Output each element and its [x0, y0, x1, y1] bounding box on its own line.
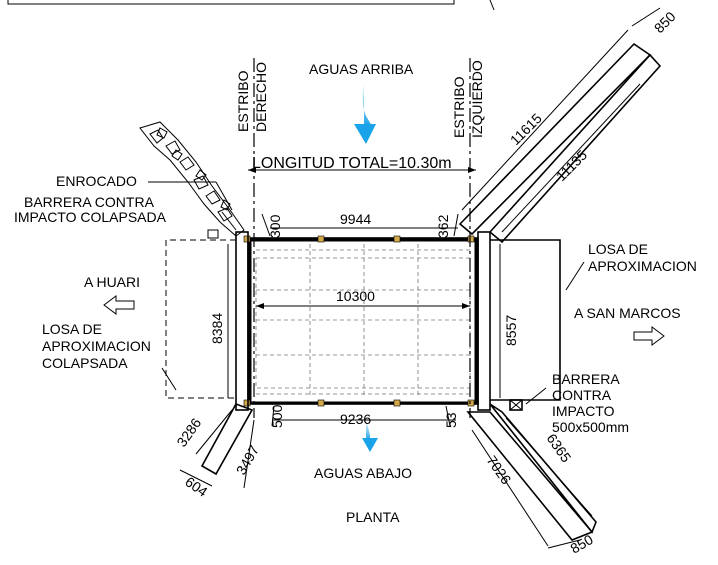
title-stroke-remnant [489, 0, 495, 11]
label-barrier-right-2: CONTRA [552, 387, 612, 403]
label-downstream: AGUAS ABAJO [314, 465, 412, 481]
label-total-length: LONGITUD TOTAL=10.30m [252, 155, 452, 172]
deck [243, 235, 479, 407]
label-to-huari: A HUARI [84, 274, 140, 290]
dim-wing-left-width: 604 [182, 473, 210, 500]
dim-wing-width-bottom: 850 [568, 531, 596, 557]
flow-arrow-down [362, 420, 378, 452]
dim-wing-inner-top: 11135 [553, 147, 591, 185]
approach-slabs [165, 239, 561, 411]
flow-arrow-up [354, 82, 376, 144]
label-abutment-right-1: ESTRIBO [235, 70, 251, 132]
label-slab-right-1: LOSA DE [588, 241, 648, 257]
dim-top-right-small: 362 [435, 214, 451, 238]
label-barrier-collapsed-2: IMPACTO COLAPSADA [14, 209, 167, 225]
left-slab-collapsed [165, 239, 236, 399]
label-barrier-right-1: BARRERA [552, 371, 620, 387]
wing-top-right [458, 42, 652, 236]
right-barrier-box [509, 399, 523, 411]
leader-barrier-collapsed [221, 211, 237, 231]
label-slab-collapsed-2: APROXIMACION [42, 338, 151, 354]
arrow-to-san-marcos-icon [633, 326, 665, 346]
wing-walls [139, 42, 662, 541]
label-riprap: ENROCADO [56, 173, 137, 189]
dimension-lines [148, 7, 661, 549]
left-abutment [235, 231, 249, 411]
label-barrier-right-4: 500x500mm [552, 419, 629, 435]
label-to-san-marcos: A SAN MARCOS [574, 305, 681, 321]
dim-wing-right-outer: 7026 [484, 453, 515, 488]
flow-arrow-down-head [362, 438, 378, 452]
dim-bottom-right-small: 53 [443, 412, 459, 428]
flow-arrow-up-head [354, 124, 376, 144]
label-barrier-right-3: IMPACTO [552, 403, 615, 419]
dim-mid-span: 10300 [336, 288, 375, 304]
dim-wing-left-inner: 3497 [233, 442, 263, 477]
wing-bottom-left [200, 403, 254, 476]
deck-outline [247, 237, 479, 405]
label-upstream: AGUAS ARRIBA [309, 61, 414, 77]
abutments [235, 58, 491, 418]
dim-right-height: 8557 [503, 315, 519, 346]
riprap-collapsed [139, 121, 245, 239]
label-abutment-left-1: ESTRIBO [451, 76, 467, 138]
leader-slab-collapsed [161, 367, 177, 391]
wing-top-right-inner [488, 53, 662, 244]
dim-wing-left-outer: 3286 [173, 415, 204, 450]
wing-bottom-right-inner [489, 403, 597, 534]
label-slab-right-2: APROXIMACION [588, 258, 697, 274]
dim-bottom-span: 9236 [340, 411, 371, 427]
leader-barrier-right [525, 387, 547, 405]
dim-top-left-small: 300 [267, 214, 283, 238]
dim-bottom-left-small: 500 [269, 404, 285, 428]
right-abutment [477, 231, 491, 411]
leader-slab-right [565, 261, 585, 291]
title-box-remnant [7, 0, 455, 5]
dim-top-span: 9944 [340, 211, 371, 227]
label-plan: PLANTA [346, 509, 400, 525]
label-abutment-right-2: DERECHO [253, 62, 269, 132]
text-labels: AGUAS ARRIBA AGUAS ABAJO PLANTA ESTRIBO … [14, 60, 697, 525]
girder-outline [255, 257, 471, 389]
dim-wing-width-top: 850 [651, 8, 679, 36]
dim-left-height: 8384 [209, 313, 225, 344]
label-slab-collapsed-3: COLAPSADA [42, 355, 128, 371]
arrow-to-huari-icon [103, 295, 135, 315]
label-slab-collapsed-1: LOSA DE [42, 321, 102, 337]
right-slab [490, 239, 561, 401]
label-barrier-collapsed-1: BARRERA CONTRA [24, 194, 155, 210]
dim-wing-right-inner: 6365 [544, 431, 575, 466]
label-abutment-left-2: IZQUIERDO [469, 60, 485, 138]
railing-posts [243, 235, 475, 407]
